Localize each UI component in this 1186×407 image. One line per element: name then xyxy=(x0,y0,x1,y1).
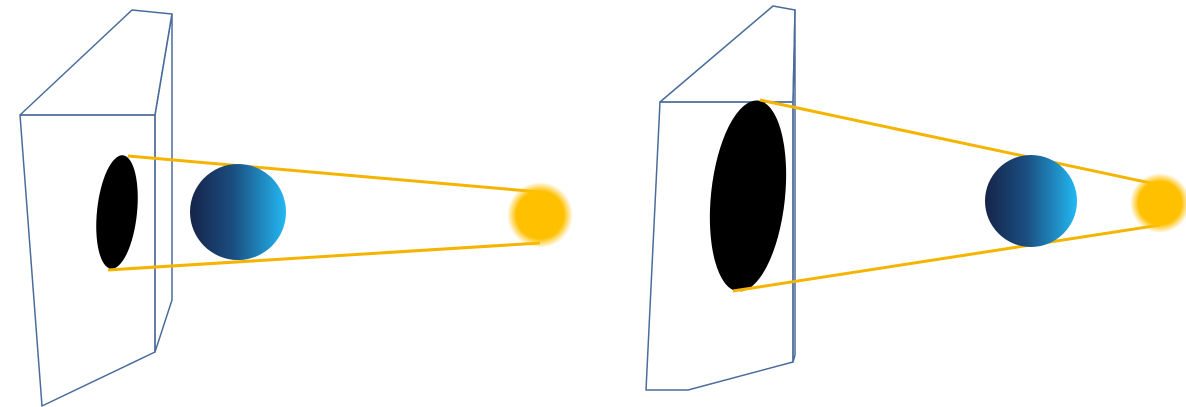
shadow xyxy=(91,153,143,271)
screen-panel xyxy=(20,10,172,406)
screen-side-face xyxy=(155,14,172,352)
diagram-left xyxy=(20,10,573,406)
light-source xyxy=(1130,173,1186,233)
ball xyxy=(985,155,1077,247)
light-source xyxy=(507,182,573,248)
screen-top-face xyxy=(20,10,172,115)
ray-top xyxy=(128,156,540,192)
ray-bottom xyxy=(108,243,540,270)
ball xyxy=(190,164,286,260)
screen-top-face xyxy=(660,6,795,102)
ray-top xyxy=(760,100,1160,185)
screen-front-face xyxy=(20,115,155,406)
diagram-right xyxy=(646,6,1186,390)
ray-bottom xyxy=(733,225,1160,291)
screen-side-face xyxy=(793,10,795,362)
shadow xyxy=(701,97,795,296)
